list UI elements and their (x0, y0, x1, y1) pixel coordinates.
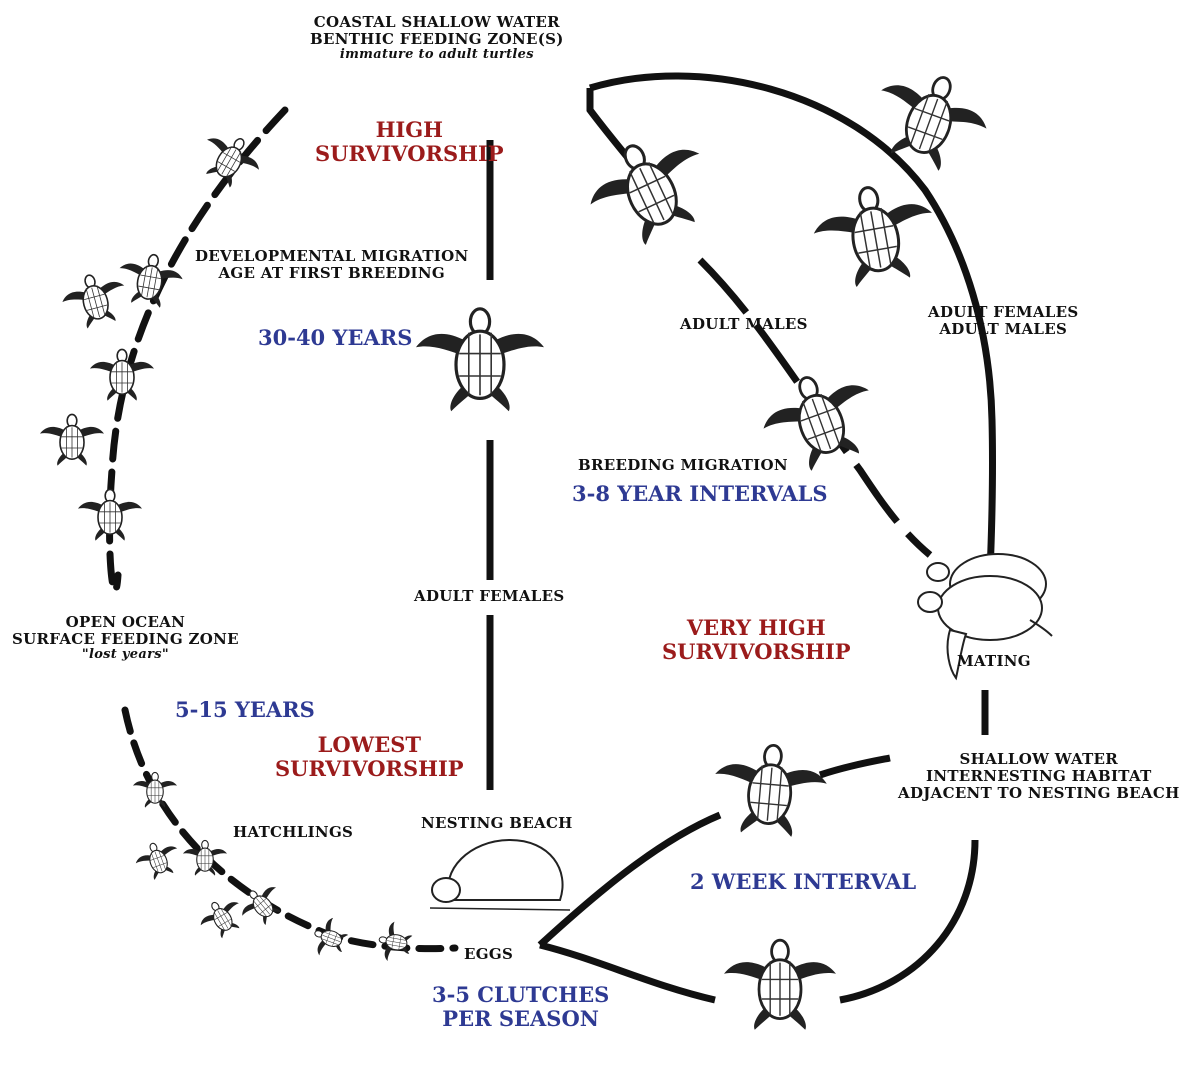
hatchling-icon (307, 913, 353, 963)
adult-male-turtle-icon (573, 119, 727, 261)
internesting-turtle-icon (708, 739, 832, 841)
hatchling-icon (132, 771, 178, 809)
developmental-line-1: DEVELOPMENTAL MIGRATION (195, 247, 469, 265)
eggs-label: EGGS (464, 945, 514, 963)
internesting-lower-path (539, 941, 716, 1004)
years-5-15-label: 5-15 YEARS (175, 697, 315, 722)
coastal-line-2: BENTHIC FEEDING ZONE(S) (310, 29, 564, 48)
hatchling-icon (375, 919, 415, 965)
open-ocean-line-3: "lost years" (81, 646, 169, 662)
internesting-habitat-label: SHALLOW WATER INTERNESTING HABITAT ADJAC… (898, 751, 1180, 801)
years-30-40-label: 30-40 YEARS (258, 325, 413, 350)
lowest-survivorship-label: LOWEST SURVIVORSHIP (275, 733, 464, 780)
hatchling-icon (193, 891, 251, 945)
nesting-female-icon (429, 839, 571, 911)
open-ocean-line-2: SURFACE FEEDING ZONE (12, 629, 239, 648)
two-week-interval-label: 2 WEEK INTERVAL (690, 869, 917, 894)
adult-turtle-icon (806, 175, 944, 295)
developmental-line-2: AGE AT FIRST BREEDING (218, 263, 445, 282)
breeding-arc-path (588, 72, 997, 581)
juvenile-turtle-icon (89, 348, 155, 402)
clutches-per-season-label: 3-5 CLUTCHES PER SEASON (432, 983, 609, 1030)
adult-females-label: ADULT FEMALES (414, 587, 565, 605)
very-high-survivorship-label: VERY HIGH SURVIVORSHIP (662, 616, 851, 663)
coastal-line-3: immature to adult turtles (339, 46, 534, 62)
breeding-migration-label: BREEDING MIGRATION (578, 456, 788, 474)
internesting-line-3: ADJACENT TO NESTING BEACH (898, 783, 1180, 802)
internesting-upper-path (537, 754, 891, 948)
nesting-beach-label: NESTING BEACH (421, 814, 573, 832)
hatchlings-label: HATCHLINGS (233, 823, 354, 841)
hatchling-icon (130, 835, 186, 885)
clutches-line-2: PER SEASON (442, 1005, 599, 1031)
open-ocean-label: OPEN OCEAN SURFACE FEEDING ZONE "lost ye… (12, 614, 239, 662)
juvenile-turtle-icon (77, 488, 143, 542)
coastal-zone-label: COASTAL SHALLOW WATER BENTHIC FEEDING ZO… (310, 14, 564, 62)
juvenile-turtle-icon (56, 266, 134, 334)
juvenile-turtle-icon (191, 123, 269, 197)
high-survivorship-label: HIGH SURVIVORSHIP (315, 118, 504, 165)
coastal-line-1: COASTAL SHALLOW WATER (313, 13, 560, 31)
oceanic-cycle-path (106, 106, 289, 594)
juvenile-turtle-icon (39, 413, 105, 467)
developmental-migration-label: DEVELOPMENTAL MIGRATION AGE AT FIRST BRE… (195, 248, 468, 282)
very-high-line-1: VERY HIGH (686, 615, 826, 640)
lowest-line-2: SURVIVORSHIP (275, 755, 464, 781)
internesting-line-1: SHALLOW WATER (959, 750, 1119, 768)
open-ocean-line-1: OPEN OCEAN (65, 613, 186, 631)
very-high-line-2: SURVIVORSHIP (662, 638, 851, 664)
adult-males-line: ADULT MALES (939, 319, 1068, 338)
adult-female-turtle-icon (860, 57, 1000, 183)
adult-females-males-label: ADULT FEMALES ADULT MALES (928, 304, 1078, 338)
internesting-turtle-icon (722, 938, 838, 1032)
adult-females-line: ADULT FEMALES (928, 303, 1079, 321)
lowest-line-1: LOWEST (317, 732, 422, 757)
high-survivorship-line-2: SURVIVORSHIP (315, 140, 504, 166)
high-survivorship-line-1: HIGH (375, 117, 444, 142)
internesting-right-path (839, 839, 979, 1004)
mating-label: MATING (957, 652, 1031, 670)
clutches-line-1: 3-5 CLUTCHES (432, 982, 610, 1007)
internesting-line-2: INTERNESTING HABITAT (926, 766, 1152, 785)
breeding-interval-label: 3-8 YEAR INTERVALS (572, 481, 828, 506)
adult-males-label: ADULT MALES (680, 315, 808, 333)
adult-female-turtle-icon (414, 307, 546, 413)
